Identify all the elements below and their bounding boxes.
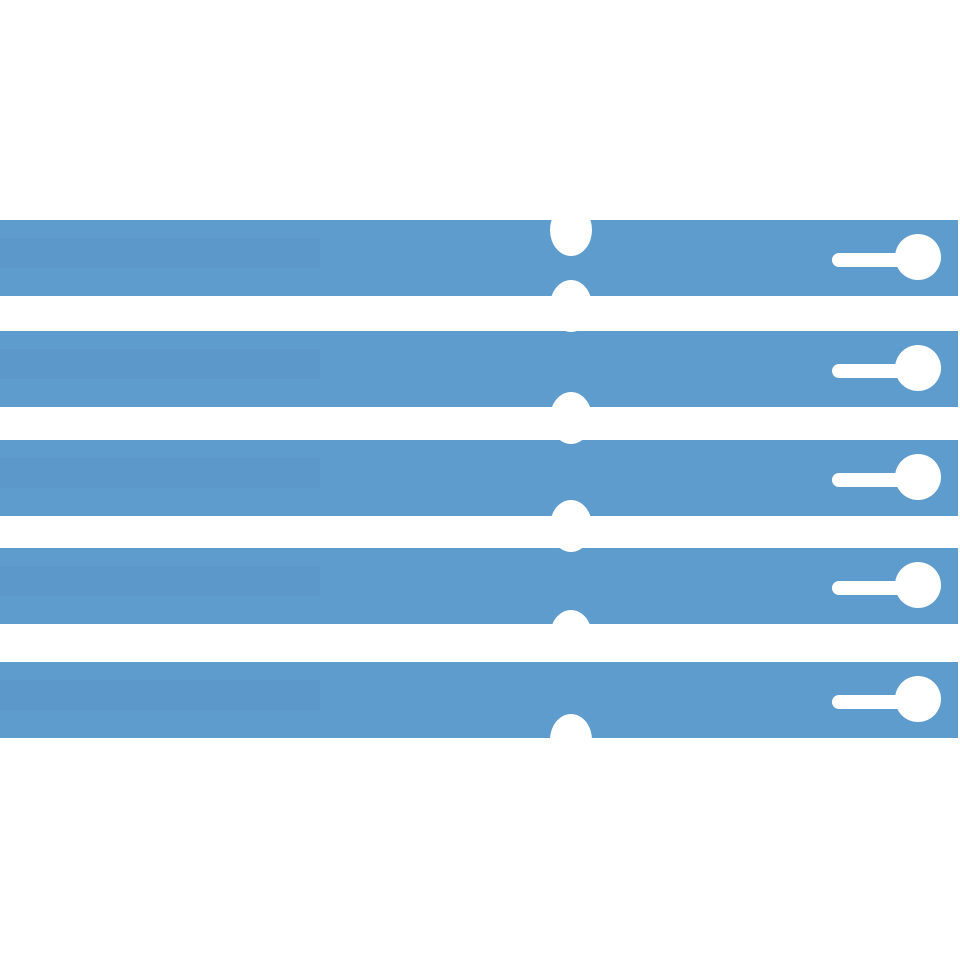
tag-strip-1	[0, 220, 958, 296]
hang-hole	[895, 454, 941, 500]
perforation-notch	[550, 280, 592, 332]
tag-strip-body	[0, 440, 958, 516]
hang-slot	[832, 473, 916, 487]
perforation-notch	[550, 204, 592, 256]
hang-slot	[832, 253, 916, 267]
tag-strip-body	[0, 220, 958, 296]
perforation-notch	[550, 500, 592, 552]
hang-hole	[895, 345, 941, 391]
tag-strip-shade	[0, 238, 320, 268]
hang-slot	[832, 695, 916, 709]
hang-hole	[895, 562, 941, 608]
tag-strip-5	[0, 662, 958, 738]
tag-strip-4	[0, 548, 958, 624]
notch-cutouts-group	[550, 204, 592, 766]
perforation-notch	[550, 392, 592, 444]
tag-strip-shade	[0, 680, 320, 710]
perforation-notch	[550, 714, 592, 766]
tag-strip-body	[0, 331, 958, 407]
perforation-notch	[550, 610, 592, 662]
tag-strip-body	[0, 662, 958, 738]
tag-strip-2	[0, 331, 958, 407]
hang-slot	[832, 581, 916, 595]
hang-hole	[895, 676, 941, 722]
tag-strip-3	[0, 440, 958, 516]
tag-strip-shade	[0, 349, 320, 379]
tag-strip-shade	[0, 566, 320, 596]
hang-slot	[832, 364, 916, 378]
tag-strip-shade	[0, 458, 320, 488]
tag-strips-group	[0, 220, 958, 738]
tag-strip-body	[0, 548, 958, 624]
hang-hole	[895, 234, 941, 280]
